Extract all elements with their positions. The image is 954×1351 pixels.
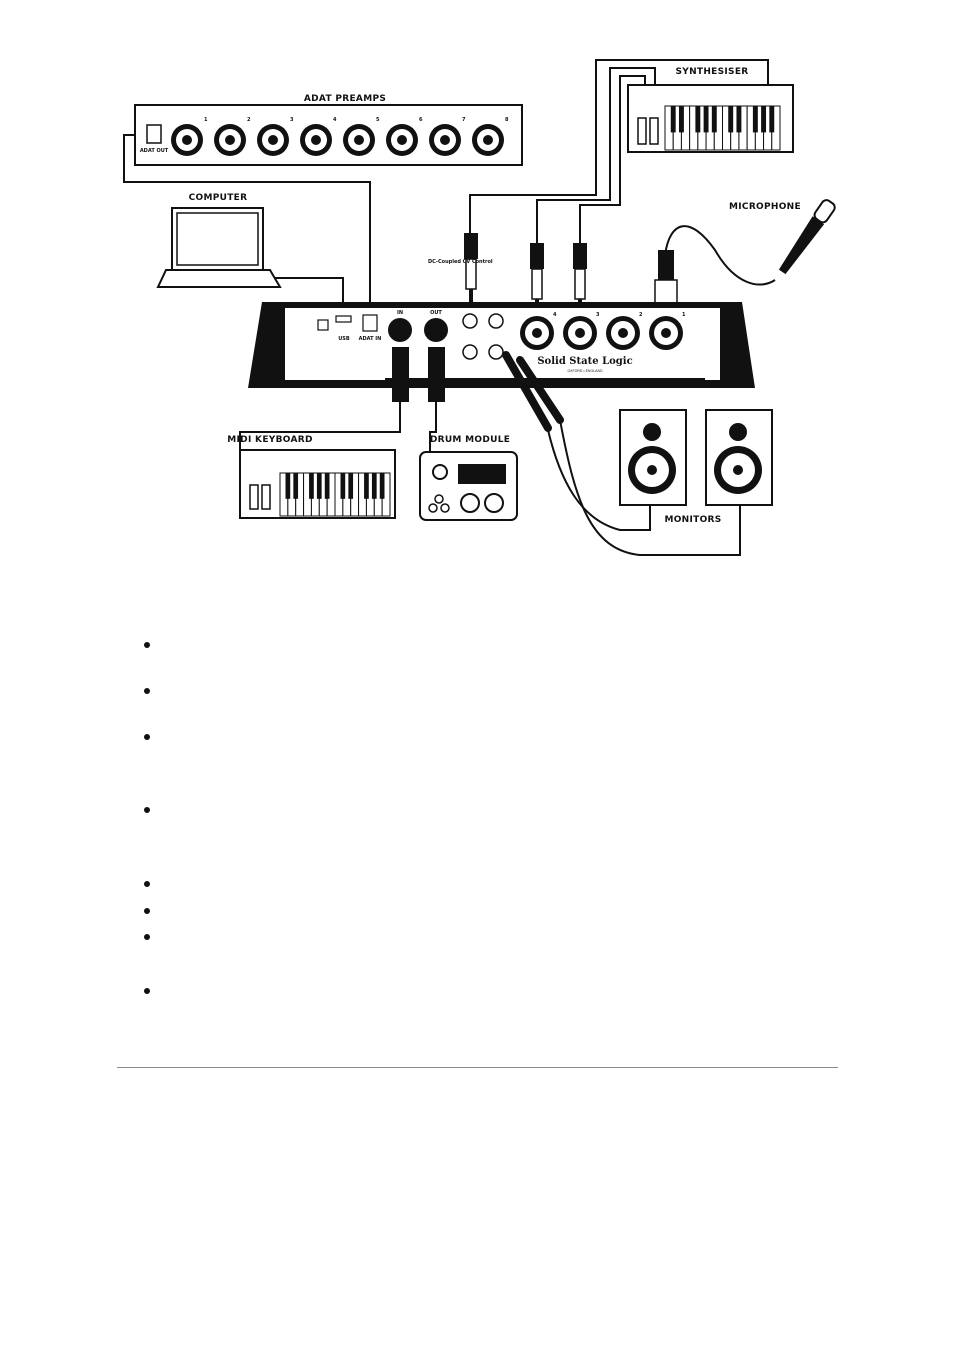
input-number: 2: [639, 312, 643, 318]
adat-in-label: ADAT IN: [359, 336, 382, 342]
bullet-item: [144, 934, 150, 940]
black-key: [285, 473, 291, 499]
black-key: [695, 106, 701, 133]
black-key: [728, 106, 734, 133]
bullet-item: [144, 688, 150, 694]
black-key: [324, 473, 330, 499]
channel-number: 6: [419, 117, 423, 123]
black-key: [379, 473, 385, 499]
brand-logo: Solid State Logic: [537, 356, 632, 367]
midi-keyboard: MIDI KEYBOARD: [227, 435, 396, 519]
channel-number: 3: [290, 117, 294, 123]
bullet-item: [144, 881, 150, 887]
usb-label: USB: [338, 336, 350, 342]
channel-number: 1: [204, 117, 208, 123]
midi-in-label: IN: [397, 310, 403, 316]
monitors: MONITORS: [619, 409, 773, 526]
cv-note: DC-Coupled CV Control: [428, 259, 493, 265]
black-key: [752, 106, 758, 133]
brand-sub: OXFORD • ENGLAND: [567, 369, 603, 373]
horizontal-divider: [117, 1067, 838, 1068]
midi-keyboard-label: MIDI KEYBOARD: [227, 435, 312, 445]
synthesiser: SYNTHESISER: [627, 67, 794, 153]
channel-number: 5: [376, 117, 380, 123]
synthesiser-label: SYNTHESISER: [675, 67, 748, 77]
monitors-label: MONITORS: [664, 515, 721, 525]
black-key: [371, 473, 377, 499]
channel-number: 7: [462, 117, 466, 123]
computer-label: COMPUTER: [189, 193, 248, 203]
bullet-item: [144, 988, 150, 994]
microphone-label: MICROPHONE: [729, 202, 801, 212]
black-key: [670, 106, 676, 133]
channel-number: 8: [505, 117, 509, 123]
black-key: [316, 473, 322, 499]
bullet-item: [144, 642, 150, 648]
black-key: [364, 473, 369, 499]
bullet-item: [144, 734, 150, 740]
black-key: [309, 473, 314, 499]
black-key: [711, 106, 717, 133]
adat-out-label: ADAT OUT: [140, 148, 169, 154]
black-key: [703, 106, 709, 133]
audio-interface: USB ADAT IN IN OUT 4 3 2 1 Solid State Logi…: [248, 302, 755, 402]
black-key: [736, 106, 742, 133]
black-key: [678, 106, 684, 133]
black-key: [761, 106, 767, 133]
drum-module: DRUM MODULE: [419, 435, 518, 521]
adat-preamps-label: ADAT PREAMPS: [304, 94, 386, 104]
black-key: [340, 473, 346, 499]
adat-preamps: ADAT PREAMPS ADAT OUT 1 2 3 4 5 6 7 8: [134, 94, 523, 166]
input-number: 4: [553, 312, 557, 318]
channel-number: 4: [333, 117, 337, 123]
input-number: 3: [596, 312, 600, 318]
channel-number: 2: [247, 117, 251, 123]
computer: COMPUTER: [156, 193, 282, 288]
black-key: [769, 106, 775, 133]
black-key: [348, 473, 354, 499]
midi-out-label: OUT: [430, 310, 442, 316]
drum-module-label: DRUM MODULE: [430, 435, 510, 445]
black-key: [293, 473, 299, 499]
bullet-item: [144, 908, 150, 914]
bullet-item: [144, 807, 150, 813]
input-number: 1: [682, 312, 686, 318]
microphone: MICROPHONE: [729, 199, 836, 275]
